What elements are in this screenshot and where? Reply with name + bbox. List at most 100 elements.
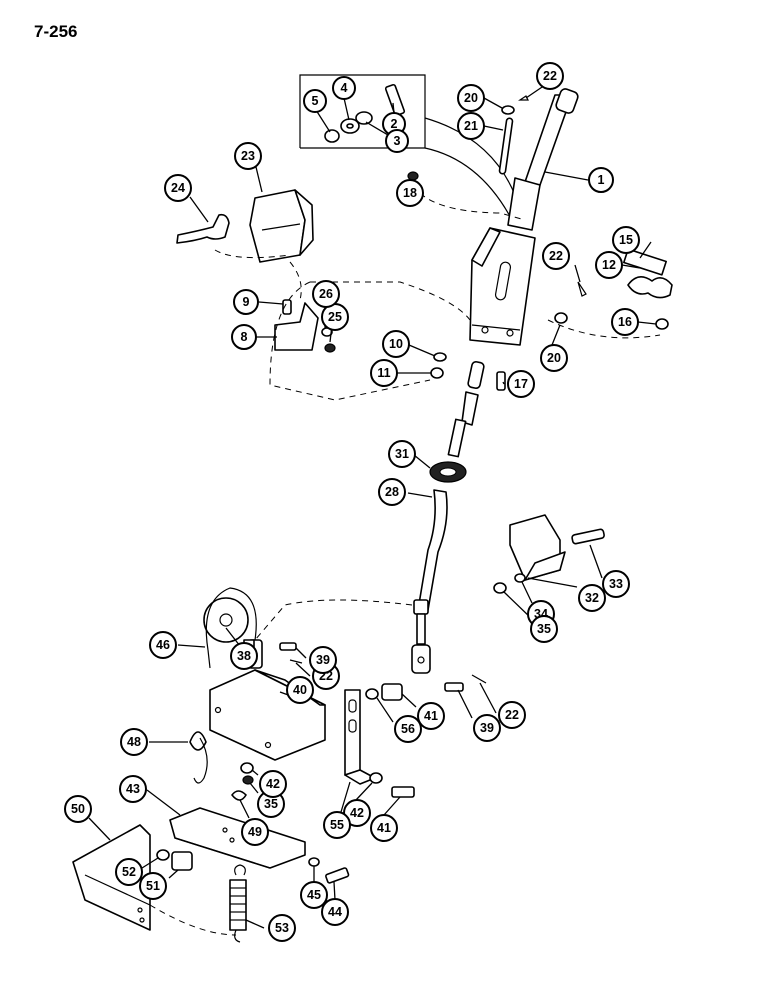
callout-label: 23 [241,149,255,163]
callout-43: 43 [119,775,147,803]
callout-label: 4 [341,81,348,95]
leader-lines [88,82,657,929]
nut-10 [433,352,447,362]
callout-label: 51 [146,879,160,893]
callout-21: 21 [457,112,485,140]
callout-label: 28 [385,485,399,499]
page-number: 7-256 [34,22,78,41]
pin-21 [498,117,514,175]
callout-15: 15 [612,226,640,254]
callout-label: 17 [514,377,528,391]
callout-52: 52 [115,858,143,886]
callout-label: 32 [585,591,599,605]
washer-52 [156,849,170,861]
callout-56: 56 [394,715,422,743]
callout-label: 45 [307,888,321,902]
cable-upper-end [447,360,485,458]
callout-label: 22 [543,69,557,83]
nut-11 [430,367,444,379]
callout-label: 16 [618,315,632,329]
callout-label: 20 [464,91,478,105]
callout-20-top: 20 [457,84,485,112]
callout-53: 53 [268,914,296,942]
callout-label: 35 [537,622,551,636]
callout-10: 10 [382,330,410,358]
callout-label: 42 [350,806,364,820]
washer-20-top [501,105,515,115]
callout-11: 11 [370,359,398,387]
callout-label: 41 [424,709,438,723]
callout-label: 25 [328,310,342,324]
callout-1: 1 [588,167,614,193]
callout-16: 16 [611,308,639,336]
lock-24 [176,213,230,244]
callout-18: 18 [396,179,424,207]
callout-51: 51 [139,872,167,900]
callout-33: 33 [602,570,630,598]
callout-label: 43 [126,782,140,796]
bolt-33 [571,528,605,545]
callout-9: 9 [233,289,259,315]
shift-lever [507,88,579,231]
clip-48 [189,731,207,751]
callout-49: 49 [241,818,269,846]
washer-20-right [554,312,568,324]
callout-23: 23 [234,142,262,170]
nut-16 [655,318,669,330]
callout-45: 45 [300,881,328,909]
callout-39-right: 39 [473,714,501,742]
callout-42-left: 42 [259,770,287,798]
cable-28 [417,489,448,611]
callout-label: 10 [389,337,403,351]
callout-label: 52 [122,865,136,879]
callout-label: 18 [403,186,417,200]
bolt-41-lower [391,786,415,798]
nut-18 [407,171,419,181]
callout-50: 50 [64,795,92,823]
callout-label: 22 [505,708,519,722]
cover-23 [249,189,314,263]
callout-41-lower: 41 [370,814,398,842]
lever-mount-bracket [469,227,536,346]
callout-label: 48 [127,735,141,749]
callout-40: 40 [286,676,314,704]
callout-8: 8 [231,324,257,350]
callout-35-left: 35 [257,790,285,818]
callout-label: 55 [330,818,344,832]
callout-label: 39 [316,653,330,667]
callout-label: 12 [602,258,616,272]
callout-44: 44 [321,898,349,926]
callout-label: 35 [264,797,278,811]
bracket-8 [274,302,319,351]
callout-22-top: 22 [536,62,564,90]
pin-39-right [444,682,464,692]
callout-4: 4 [332,76,356,100]
callout-label: 31 [395,447,409,461]
callout-label: 21 [464,119,478,133]
callout-label: 44 [328,905,342,919]
nut-42-right [369,772,383,784]
washer-56 [365,688,379,700]
callout-label: 15 [619,233,633,247]
callout-17: 17 [507,370,535,398]
callout-26: 26 [312,280,340,308]
callout-label: 49 [248,825,262,839]
callout-label: 56 [401,722,415,736]
callout-label: 40 [293,683,307,697]
callout-label: 3 [394,134,401,148]
callout-label: 11 [377,366,390,380]
callout-55: 55 [323,811,351,839]
callout-32: 32 [578,584,606,612]
callout-label: 53 [275,921,289,935]
spring-53 [229,864,247,943]
callout-label: 2 [391,117,398,131]
callout-label: 42 [266,777,280,791]
nut-25 [324,343,336,353]
callout-label: 5 [312,94,319,108]
callout-label: 22 [549,249,563,263]
callout-48: 48 [120,728,148,756]
grommet-31 [429,461,467,483]
bolt-41-upper [381,683,403,701]
washer-34 [514,573,526,583]
